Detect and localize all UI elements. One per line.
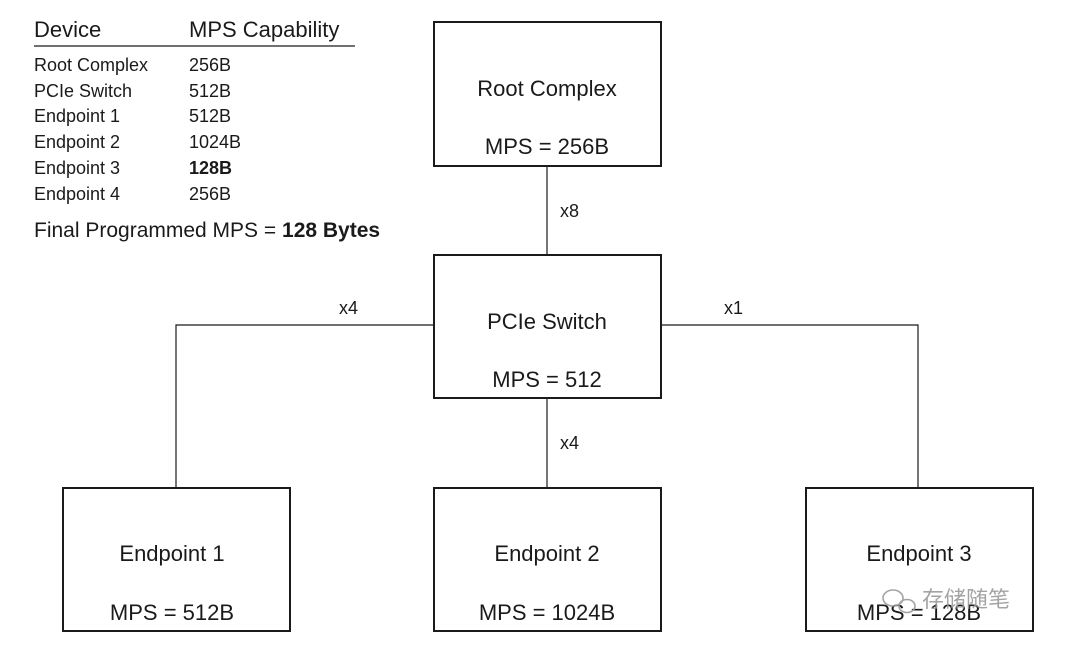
node-mps: MPS = 128B — [857, 600, 981, 625]
table-row-mps: 256B — [189, 55, 231, 75]
link-label-ep3: x1 — [724, 298, 743, 318]
node-mps: MPS = 512 — [492, 367, 601, 392]
table-row-device: Root Complex — [34, 55, 148, 75]
node-name: Endpoint 3 — [866, 541, 971, 566]
table-row-mps: 512B — [189, 81, 231, 101]
table-row-mps: 256B — [189, 184, 231, 204]
node-endpoint-3: Endpoint 3 MPS = 128B — [805, 487, 1034, 632]
wechat-icon — [882, 589, 916, 614]
node-mps: MPS = 256B — [485, 134, 609, 159]
node-name: Root Complex — [477, 76, 616, 101]
table-row-device: Endpoint 3 — [34, 158, 120, 178]
node-endpoint-1: Endpoint 1 MPS = 512B — [62, 487, 291, 632]
link-switch-ep1 — [175, 324, 434, 488]
mps-capability-table: Device MPS Capability Root Complex 256B … — [34, 17, 380, 242]
node-pcie-switch: PCIe Switch MPS = 512 — [433, 254, 662, 399]
final-programmed-mps: Final Programmed MPS = 128 Bytes — [34, 219, 380, 242]
link-label-x8: x8 — [560, 201, 579, 221]
table-row-device: Endpoint 1 — [34, 106, 120, 126]
link-label-ep2: x4 — [560, 433, 579, 453]
link-label-ep1: x4 — [339, 298, 358, 318]
final-prefix: Final Programmed MPS = — [34, 219, 282, 242]
node-mps: MPS = 512B — [110, 600, 234, 625]
table-header-mps: MPS Capability — [189, 17, 339, 42]
table-header-device: Device — [34, 17, 101, 42]
watermark-text: 存储随笔 — [922, 587, 1010, 612]
node-endpoint-2: Endpoint 2 MPS = 1024B — [433, 487, 662, 632]
table-row-device: Endpoint 4 — [34, 184, 120, 204]
node-root-complex: Root Complex MPS = 256B — [433, 21, 662, 167]
table-row-device: Endpoint 2 — [34, 132, 120, 152]
connection-lines — [175, 166, 919, 488]
table-row-device: PCIe Switch — [34, 81, 132, 101]
node-name: Endpoint 1 — [119, 541, 224, 566]
table-row-mps: 512B — [189, 106, 231, 126]
node-name: PCIe Switch — [487, 309, 607, 334]
node-mps: MPS = 1024B — [479, 600, 615, 625]
node-name: Endpoint 2 — [494, 541, 599, 566]
watermark: 存储随笔 — [882, 587, 1010, 614]
table-row-mps: 1024B — [189, 132, 241, 152]
link-switch-ep3 — [661, 324, 919, 488]
final-value: 128 Bytes — [282, 219, 380, 242]
table-row-mps-highlight: 128B — [189, 158, 232, 178]
